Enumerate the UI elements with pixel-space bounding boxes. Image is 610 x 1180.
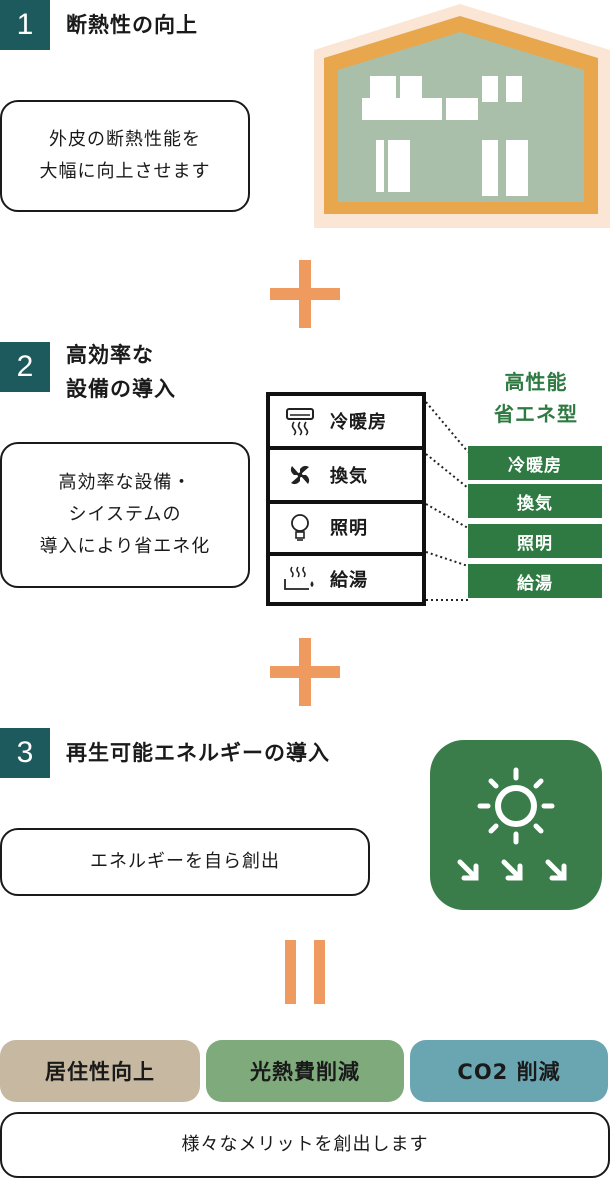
section2-title: 高効率な 設備の導入 <box>66 338 176 406</box>
high-performance-title: 高性能 省エネ型 <box>468 366 604 430</box>
section1-desc-line1: 外皮の断熱性能を <box>49 129 201 150</box>
summary-box: 様々なメリットを創出します <box>0 1112 610 1178</box>
section1-title: 断熱性の向上 <box>66 13 198 37</box>
summary-text: 様々なメリットを創出します <box>181 1134 429 1155</box>
section1-description: 外皮の断熱性能を 大幅に向上させます <box>0 100 250 212</box>
plus-sign-1-vertical <box>299 260 311 328</box>
section3-title: 再生可能エネルギーの導入 <box>66 741 330 765</box>
section2-desc-line1: 高効率な設備・ <box>58 472 192 493</box>
fan-icon <box>270 461 330 489</box>
connector-lines <box>426 401 469 601</box>
equipment-divider <box>270 500 422 504</box>
section3-description: エネルギーを自ら創出 <box>0 828 370 896</box>
equipment-divider <box>270 446 422 450</box>
equipment-divider <box>270 552 422 556</box>
green-tag-hot-water: 給湯 <box>468 564 602 598</box>
section2-title-line2: 設備の導入 <box>66 377 176 401</box>
section2-desc-line2: シイステムの <box>68 504 182 525</box>
section2-title-line1: 高効率な <box>66 343 154 367</box>
solar-energy-icon <box>430 740 602 910</box>
section2-desc-line3: 導入により省エネ化 <box>39 536 211 557</box>
equals-sign-bar-left <box>285 940 296 1004</box>
light-bulb-icon <box>270 512 330 542</box>
water-heater-icon <box>270 565 330 593</box>
equipment-label-aircon: 冷暖房 <box>330 412 387 433</box>
equipment-label-hot-water: 給湯 <box>330 570 368 591</box>
result-livability: 居住性向上 <box>0 1040 200 1102</box>
house-icon <box>314 4 610 228</box>
step-number-2: 2 <box>0 342 50 392</box>
green-tag-lighting: 照明 <box>468 524 602 558</box>
equipment-row-hot-water: 給湯 <box>270 554 422 604</box>
section1-desc-line2: 大幅に向上させます <box>39 161 211 182</box>
equipment-row-ventilation: 換気 <box>270 450 422 500</box>
section2-description: 高効率な設備・ シイステムの 導入により省エネ化 <box>0 442 250 588</box>
equipment-row-lighting: 照明 <box>270 502 422 552</box>
plus-sign-2-vertical <box>299 638 311 706</box>
section3-desc-text: エネルギーを自ら創出 <box>90 851 280 872</box>
high-performance-title-line2: 省エネ型 <box>494 402 578 426</box>
equipment-list: 冷暖房 換気 照明 給湯 <box>266 392 426 606</box>
air-conditioner-icon <box>270 406 330 436</box>
high-performance-title-line1: 高性能 <box>504 370 568 394</box>
green-tag-ventilation: 換気 <box>468 484 602 518</box>
result-co2: CO2 削減 <box>410 1040 608 1102</box>
step-number-3: 3 <box>0 728 50 778</box>
green-tag-aircon: 冷暖房 <box>468 446 602 480</box>
result-utility-cost: 光熱費削減 <box>206 1040 404 1102</box>
equipment-label-ventilation: 換気 <box>330 466 368 487</box>
equipment-row-aircon: 冷暖房 <box>270 396 422 446</box>
equipment-label-lighting: 照明 <box>330 518 368 539</box>
equals-sign-bar-right <box>314 940 325 1004</box>
step-number-1: 1 <box>0 0 50 50</box>
